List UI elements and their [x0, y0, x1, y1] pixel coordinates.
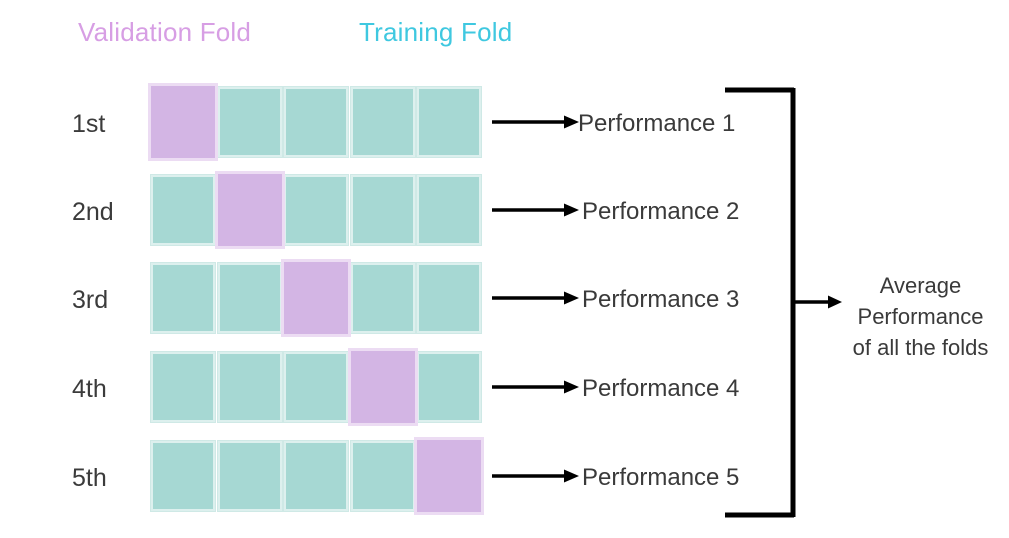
validation-fold-segment [148, 83, 218, 161]
training-fold-segment [416, 351, 482, 423]
legend: Validation Fold Training Fold [0, 0, 1009, 60]
average-performance-label: Average Performance of all the folds [838, 270, 1003, 363]
training-fold-segment [150, 440, 216, 512]
validation-fold-segment [214, 171, 285, 249]
fold-row: 1st Performance 1 [0, 83, 1009, 162]
fold-row: 3rd Performance 3 [0, 259, 1009, 338]
fold-row-label: 4th [72, 375, 107, 403]
training-fold-segment [283, 440, 349, 512]
training-fold-segment [283, 174, 349, 246]
training-fold-segment [349, 262, 416, 334]
training-fold-segment [150, 174, 216, 246]
fold-row-label: 1st [72, 110, 106, 138]
validation-fold-segment [347, 348, 418, 426]
training-fold-segment [216, 86, 283, 158]
bracket-svg [725, 87, 842, 518]
fold-row: 4th Performance 4 [0, 348, 1009, 427]
training-fold-segment [283, 351, 349, 423]
training-fold-segment [216, 440, 283, 512]
performance-label: Performance 5 [582, 464, 740, 491]
training-fold-segment [150, 262, 216, 334]
training-fold-segment [216, 262, 283, 334]
performance-label: Performance 3 [582, 286, 740, 313]
training-fold-segment [349, 440, 416, 512]
training-fold-segment [349, 86, 416, 158]
fold-row-label: 2nd [72, 198, 114, 226]
fold-row-label: 5th [72, 464, 107, 492]
average-line-2: Performance [857, 304, 984, 329]
fold-segment-group [148, 83, 482, 162]
training-fold-segment [283, 86, 349, 158]
fold-segment-group [150, 348, 482, 427]
fold-segment-group [150, 437, 484, 516]
training-fold-segment [216, 351, 283, 423]
training-fold-segment [416, 86, 482, 158]
fold-row-label: 3rd [72, 286, 109, 314]
fold-segment-group [150, 171, 482, 250]
training-fold-segment [416, 262, 482, 334]
performance-label: Performance 1 [578, 110, 736, 137]
validation-fold-segment [414, 437, 484, 515]
fold-segment-group [150, 259, 482, 338]
validation-fold-segment [281, 259, 351, 337]
fold-row: 5th Performance 5 [0, 437, 1009, 516]
training-fold-segment [349, 174, 416, 246]
training-fold-segment [416, 174, 482, 246]
training-fold-segment [150, 351, 216, 423]
aggregation-bracket [718, 80, 848, 530]
average-line-3: of all the folds [852, 335, 989, 360]
legend-training-fold-label: Training Fold [359, 17, 513, 47]
average-line-1: Average [879, 273, 962, 298]
performance-label: Performance 2 [582, 198, 740, 225]
performance-label: Performance 4 [582, 375, 740, 402]
fold-row: 2nd Performance 2 [0, 171, 1009, 250]
legend-validation-fold-label: Validation Fold [78, 17, 252, 47]
